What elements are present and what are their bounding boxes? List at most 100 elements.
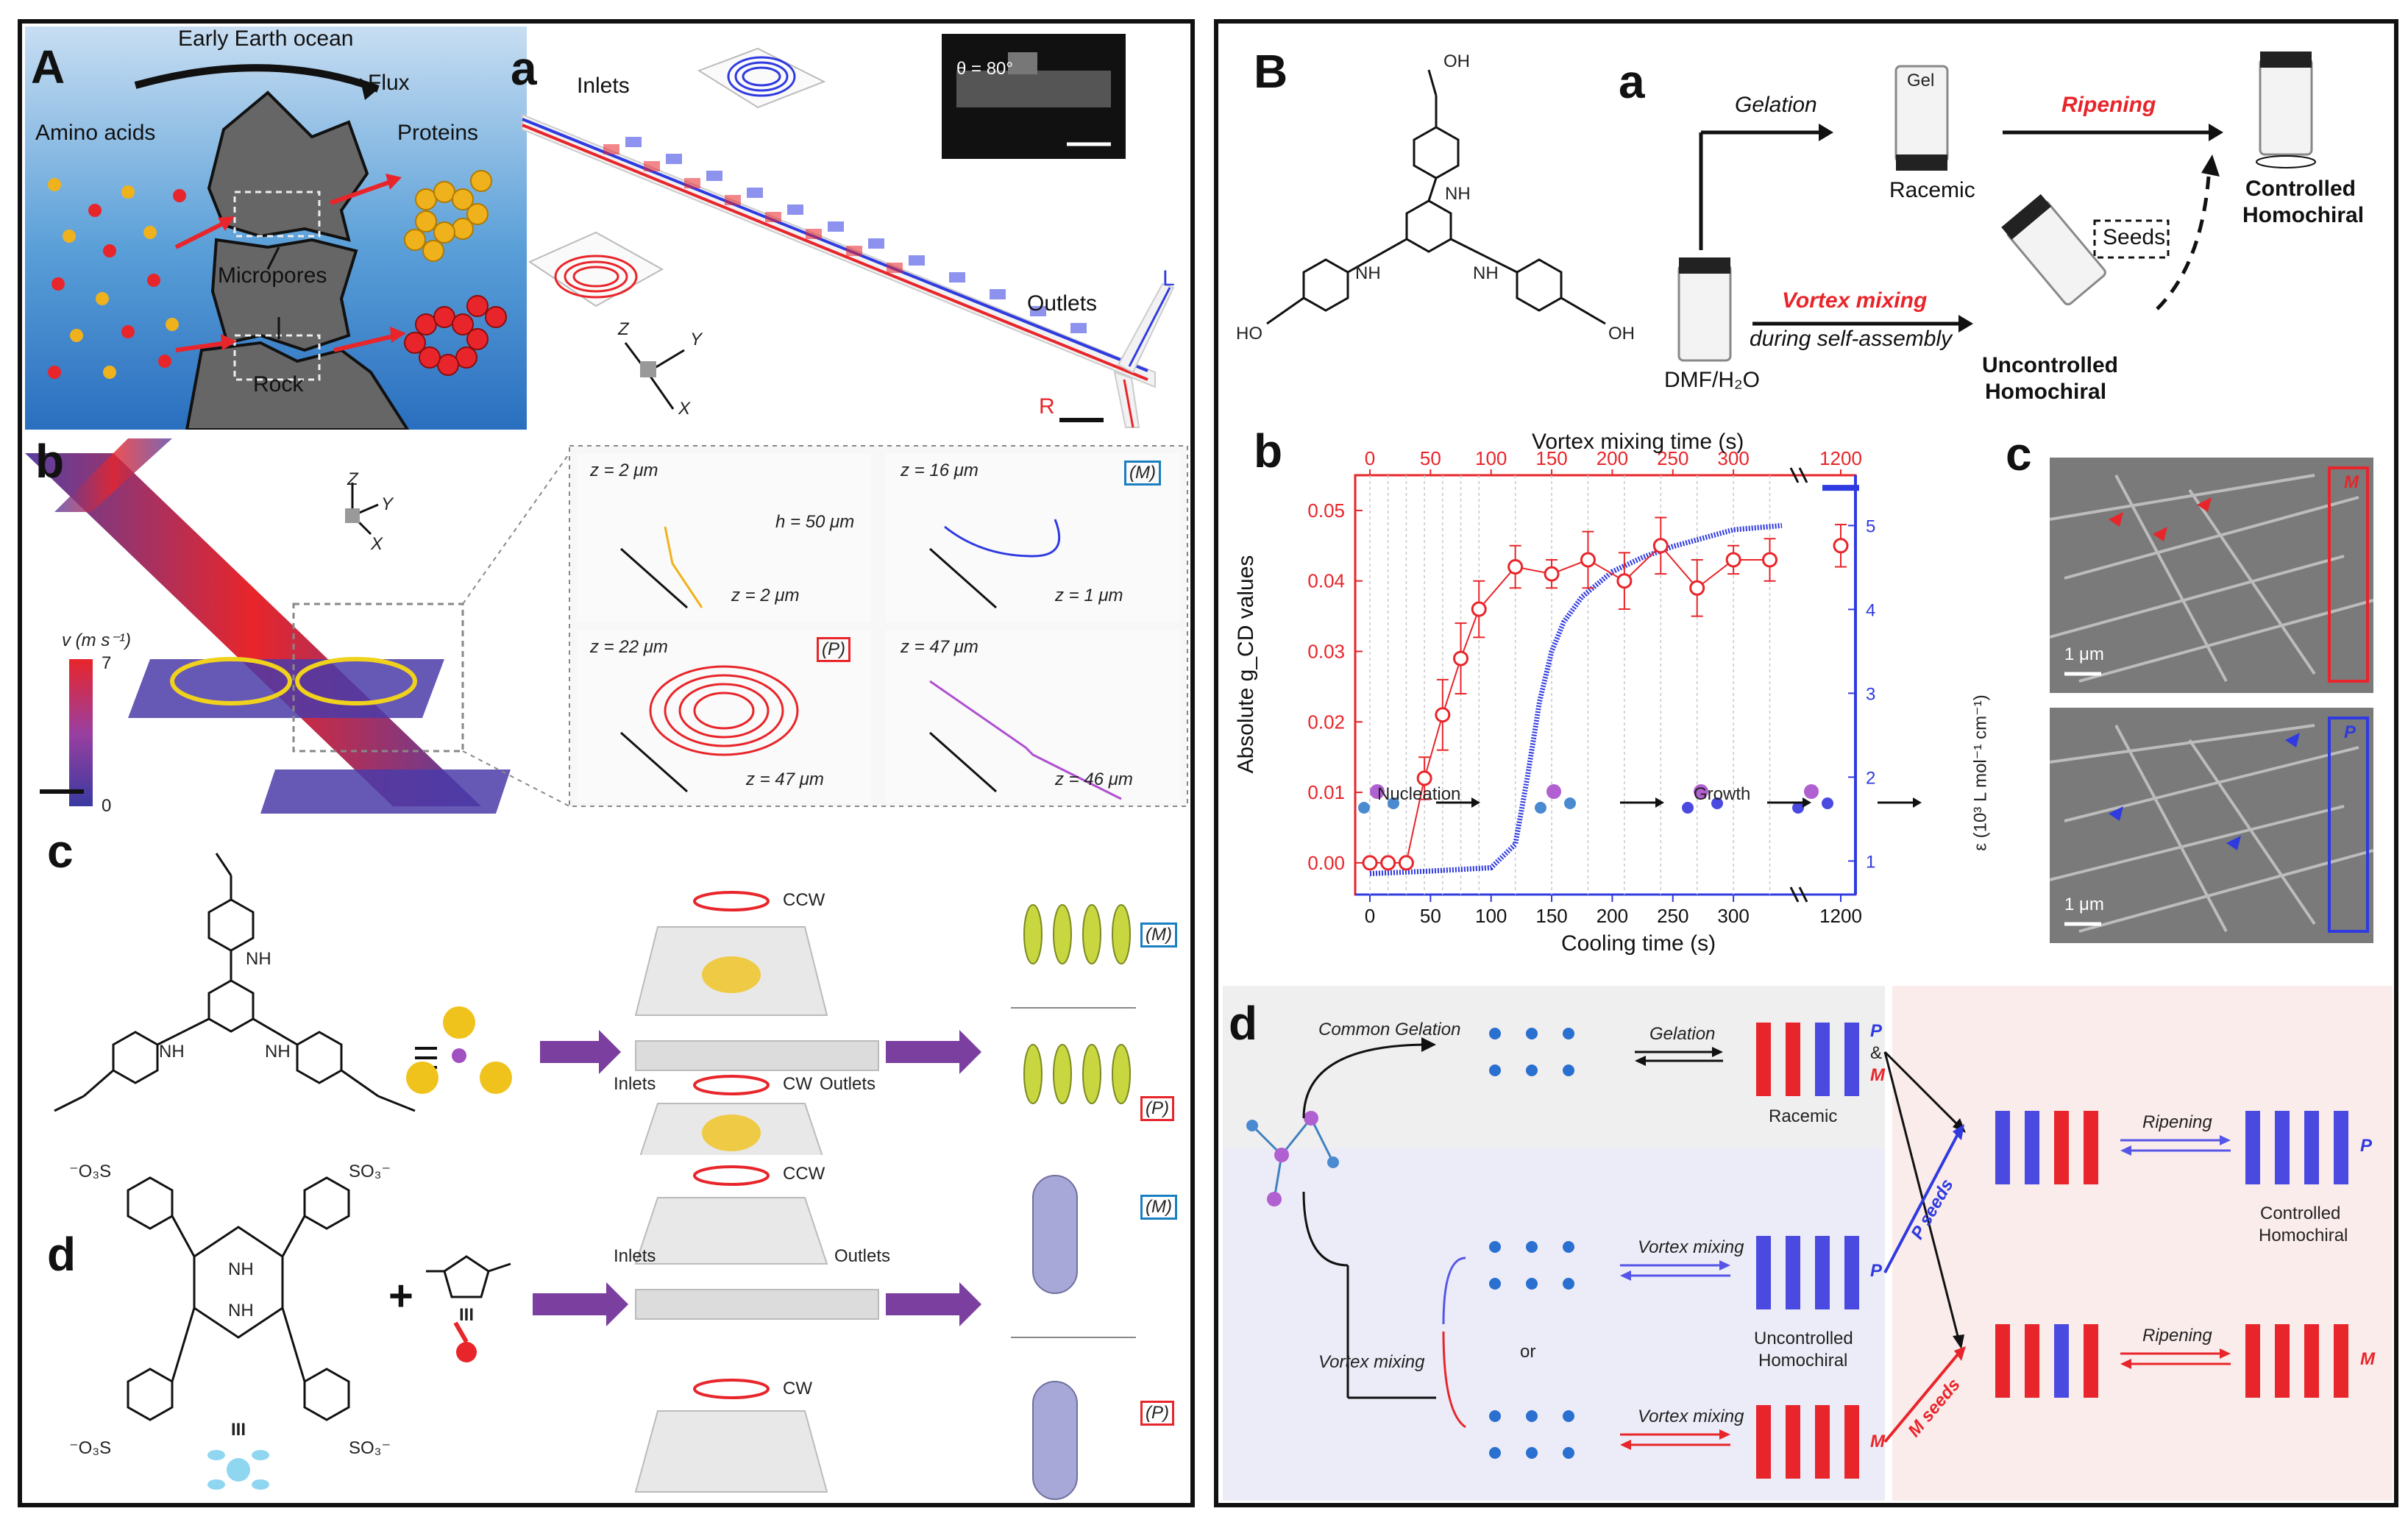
- vortex-left: Vortex mixing: [1318, 1352, 1425, 1372]
- nh2-c: NH: [159, 1042, 185, 1062]
- ion-label: III: [459, 1305, 475, 1325]
- left-tick-0.02: 0.02: [1307, 711, 1345, 733]
- gel-label: Gel: [1907, 71, 1935, 90]
- gcd-point-9: [1580, 552, 1596, 568]
- helices-mixed-P: [1995, 1111, 2098, 1184]
- break-bottom-1: [1789, 886, 1800, 903]
- gcd-point-3: [1416, 770, 1432, 786]
- inset-2: [886, 453, 1180, 622]
- tag-m-c: (M): [1140, 923, 1177, 948]
- top-tick-300: 300: [1717, 447, 1749, 469]
- left-tick-0.04: 0.04: [1307, 570, 1345, 592]
- vial-controlled: [2256, 51, 2316, 168]
- top-tick-1200: 1200: [1819, 447, 1862, 469]
- top-tick-250: 250: [1657, 447, 1688, 469]
- gcd-line: [1370, 544, 1770, 864]
- illus-arrowhead-1: [1655, 797, 1664, 808]
- top-tick-150: 150: [1535, 447, 1567, 469]
- inlets-c: Inlets: [614, 1074, 656, 1094]
- label-d-right: d: [1229, 997, 1258, 1050]
- right-tick-5: 5: [1866, 516, 1875, 536]
- homochiral2-label: Homochiral: [1985, 380, 2107, 404]
- label-A: A: [31, 40, 65, 93]
- flow-simulation: [25, 438, 1188, 814]
- rock-label: Rock: [253, 372, 304, 397]
- cluster-icons: [1489, 1028, 1574, 1459]
- top-tick-100: 100: [1475, 447, 1507, 469]
- nh-bottom-d: NH: [228, 1301, 254, 1320]
- label-a-right: a: [1619, 55, 1645, 108]
- right-axis-title: ε (10³ L mol⁻¹ cm⁻¹): [1970, 694, 1991, 851]
- M1-d: M: [1870, 1065, 1885, 1085]
- colorbar-max: 7: [102, 653, 112, 673]
- top-tick-0: 0: [1365, 447, 1375, 469]
- trimesamide-structure: [54, 853, 416, 1112]
- ripening-label: Ripening: [2061, 93, 2156, 117]
- top-tick-200: 200: [1597, 447, 1628, 469]
- bottom-tick-300: 300: [1717, 905, 1749, 927]
- illus-node2-0: [1388, 797, 1399, 809]
- protein-red: [404, 295, 507, 376]
- controlled-label: Controlled: [2245, 177, 2356, 201]
- label-b-left: b: [35, 435, 65, 488]
- inset1-z-top: z = 2 μm: [590, 461, 658, 480]
- vortex-mixing-label: Vortex mixing: [1782, 288, 1928, 313]
- inset-1: [577, 453, 871, 622]
- illus-node2-2: [1711, 797, 1723, 809]
- panel-c-sem: c 1 μm 1 μm M P: [2006, 427, 2388, 961]
- break-top-1: [1789, 467, 1800, 483]
- illus-node3-0: [1358, 802, 1370, 814]
- uncontrolled-label: Uncontrolled: [1982, 353, 2118, 377]
- micropores-label: Micropores: [218, 263, 327, 288]
- nh1-c: NH: [246, 949, 271, 969]
- panel-A-ocean: A Early Earth ocean Flux Amino acids Pro…: [25, 26, 527, 431]
- left-tick-0.05: 0.05: [1307, 500, 1345, 522]
- gcd-point-0: [1362, 855, 1378, 871]
- outlets-d: Outlets: [834, 1246, 891, 1266]
- break-bottom-2: [1798, 886, 1808, 903]
- cw-c: CW: [783, 1074, 812, 1094]
- illus-node-3: [1804, 784, 1819, 799]
- gcd-point-14: [1762, 552, 1778, 568]
- gcd-point-6: [1471, 601, 1487, 617]
- common-gelation: Common Gelation: [1318, 1020, 1461, 1039]
- inset1-z-bottom: z = 2 μm: [731, 586, 800, 605]
- B-molecule: [1266, 69, 1606, 325]
- nh3-B: NH: [1473, 263, 1499, 283]
- axis-y-b: Y: [381, 494, 394, 514]
- illus-arrowhead-3: [1913, 797, 1922, 808]
- left-tick-0.03: 0.03: [1307, 640, 1345, 662]
- helices-uncontrolled-M: [1756, 1405, 1859, 1479]
- ripening2-d: Ripening: [2142, 1326, 2212, 1346]
- porph-label: III: [231, 1420, 246, 1440]
- inset2-z-top: z = 16 μm: [901, 461, 979, 480]
- uncontrolled-d: Uncontrolled: [1754, 1329, 1853, 1348]
- M3-d: M: [2360, 1349, 2375, 1369]
- top-axis-title: Vortex mixing time (s): [1532, 430, 1744, 454]
- bottom-tick-200: 200: [1597, 905, 1628, 927]
- bottom-tick-0: 0: [1365, 905, 1375, 927]
- left-tick-0.00: 0.00: [1307, 852, 1345, 874]
- scale2: 1 μm: [2064, 895, 2104, 914]
- M2-d: M: [1870, 1432, 1885, 1451]
- gcd-point-2: [1398, 855, 1414, 871]
- label-B: B: [1254, 45, 1288, 98]
- proteins-label: Proteins: [397, 121, 479, 145]
- scheme-B-diagram: [1266, 51, 2316, 362]
- helices-controlled-P: [2245, 1111, 2348, 1184]
- gelation-label: Gelation: [1735, 93, 1817, 117]
- tag-m-d: (M): [1140, 1195, 1177, 1220]
- gcd-point-5: [1453, 650, 1469, 666]
- flux-label: Flux: [368, 71, 410, 95]
- epsilon-curve: [1369, 522, 1783, 876]
- chamber-series: [603, 144, 903, 273]
- inset3-z-bottom: z = 47 μm: [746, 769, 824, 789]
- gcd-point-4: [1435, 707, 1451, 723]
- gcd-point-7: [1507, 559, 1524, 575]
- oh-left: HO: [1236, 324, 1262, 344]
- right-tick-4: 4: [1866, 600, 1875, 620]
- vial-dmf: [1677, 257, 1732, 362]
- nh1-B: NH: [1445, 184, 1471, 204]
- P3-d: P: [2360, 1136, 2373, 1156]
